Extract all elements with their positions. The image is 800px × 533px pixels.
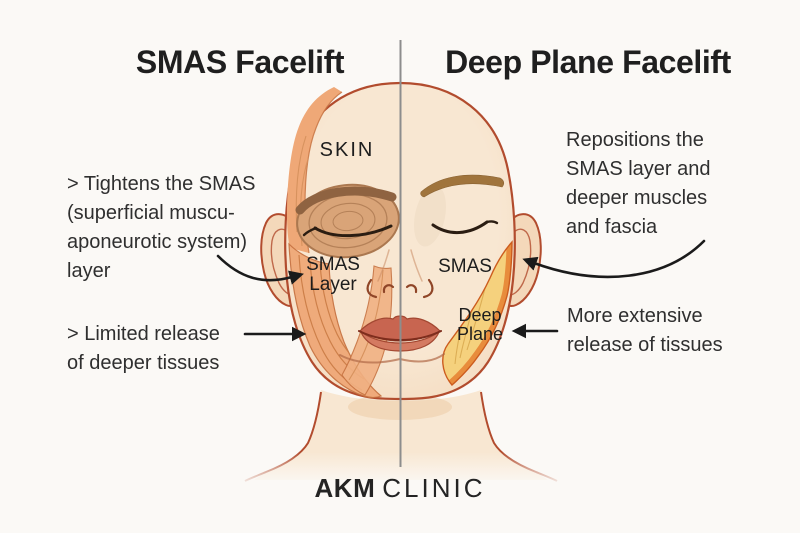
deep-plane-label-line1: Deep	[458, 305, 501, 325]
left-eye-line	[313, 224, 393, 238]
smas-label: SMAS	[438, 256, 492, 277]
muscle-ring	[320, 202, 376, 240]
nose-bridge-left	[377, 249, 390, 282]
left-note-limited-release: > Limited release of deeper tissues	[67, 320, 220, 378]
annotation-arrows	[216, 239, 706, 342]
note-line: Repositions the	[566, 129, 704, 151]
nasolabial-band-striation	[348, 269, 384, 381]
muscle-ring	[332, 210, 364, 232]
arrow-tightens-smas	[216, 254, 304, 285]
nose-left-nostril	[366, 278, 378, 299]
deep-plane-fill	[442, 242, 512, 385]
eye-muscle-rings	[296, 183, 400, 259]
note-line: deeper muscles	[566, 187, 708, 209]
deep-plane-label: Deep Plane	[457, 305, 503, 344]
note-line: layer	[67, 260, 111, 282]
left-eye	[302, 224, 393, 238]
left-ear-inner-curve	[270, 228, 295, 296]
right-note-extensive-release: More extensive release of tissues	[567, 302, 723, 360]
note-line: SMAS layer and	[566, 158, 711, 180]
note-line: aponeurotic system)	[67, 231, 248, 253]
right-note-repositions: Repositions the SMAS layer and deeper mu…	[566, 126, 711, 242]
note-line: > Tightens the SMAS	[67, 173, 256, 195]
nose	[366, 249, 434, 299]
clinic-logo-secondary: CLINIC	[382, 473, 486, 503]
right-title: Deep Plane Facelift	[445, 44, 731, 80]
left-eye-lash	[302, 226, 318, 237]
right-eye-lash	[485, 220, 499, 225]
nose-left-curl	[382, 284, 395, 294]
arrow-repositions-smas	[522, 239, 706, 279]
skin-label: SKIN	[320, 139, 375, 161]
smas-layer-label-line2: Layer	[309, 274, 357, 295]
right-eye	[431, 220, 499, 234]
right-eyebrow	[420, 174, 505, 198]
nose-bridge-right	[410, 249, 423, 282]
nose-right-nostril	[422, 278, 434, 299]
smas-layer-label: SMAS Layer	[306, 254, 360, 295]
note-line: release of tissues	[567, 334, 723, 356]
left-brow-ridge	[295, 186, 397, 215]
deep-plane-outline	[442, 240, 513, 386]
deep-plane-label-line2: Plane	[457, 324, 503, 344]
note-line: More extensive	[567, 305, 703, 327]
note-line: of deeper tissues	[67, 352, 220, 374]
right-forehead-shading	[413, 185, 447, 247]
right-eye-line	[431, 220, 489, 234]
note-line: and fascia	[566, 216, 658, 238]
clinic-logo-primary: AKM	[314, 473, 376, 503]
note-line: > Limited release	[67, 323, 220, 345]
note-line: (superficial muscu-	[67, 202, 235, 224]
smas-layer-label-line1: SMAS	[306, 254, 360, 275]
nose-right-curl	[405, 284, 418, 294]
left-title: SMAS Facelift	[135, 44, 345, 80]
left-note-tightens: > Tightens the SMAS (superficial muscu- …	[67, 170, 255, 286]
